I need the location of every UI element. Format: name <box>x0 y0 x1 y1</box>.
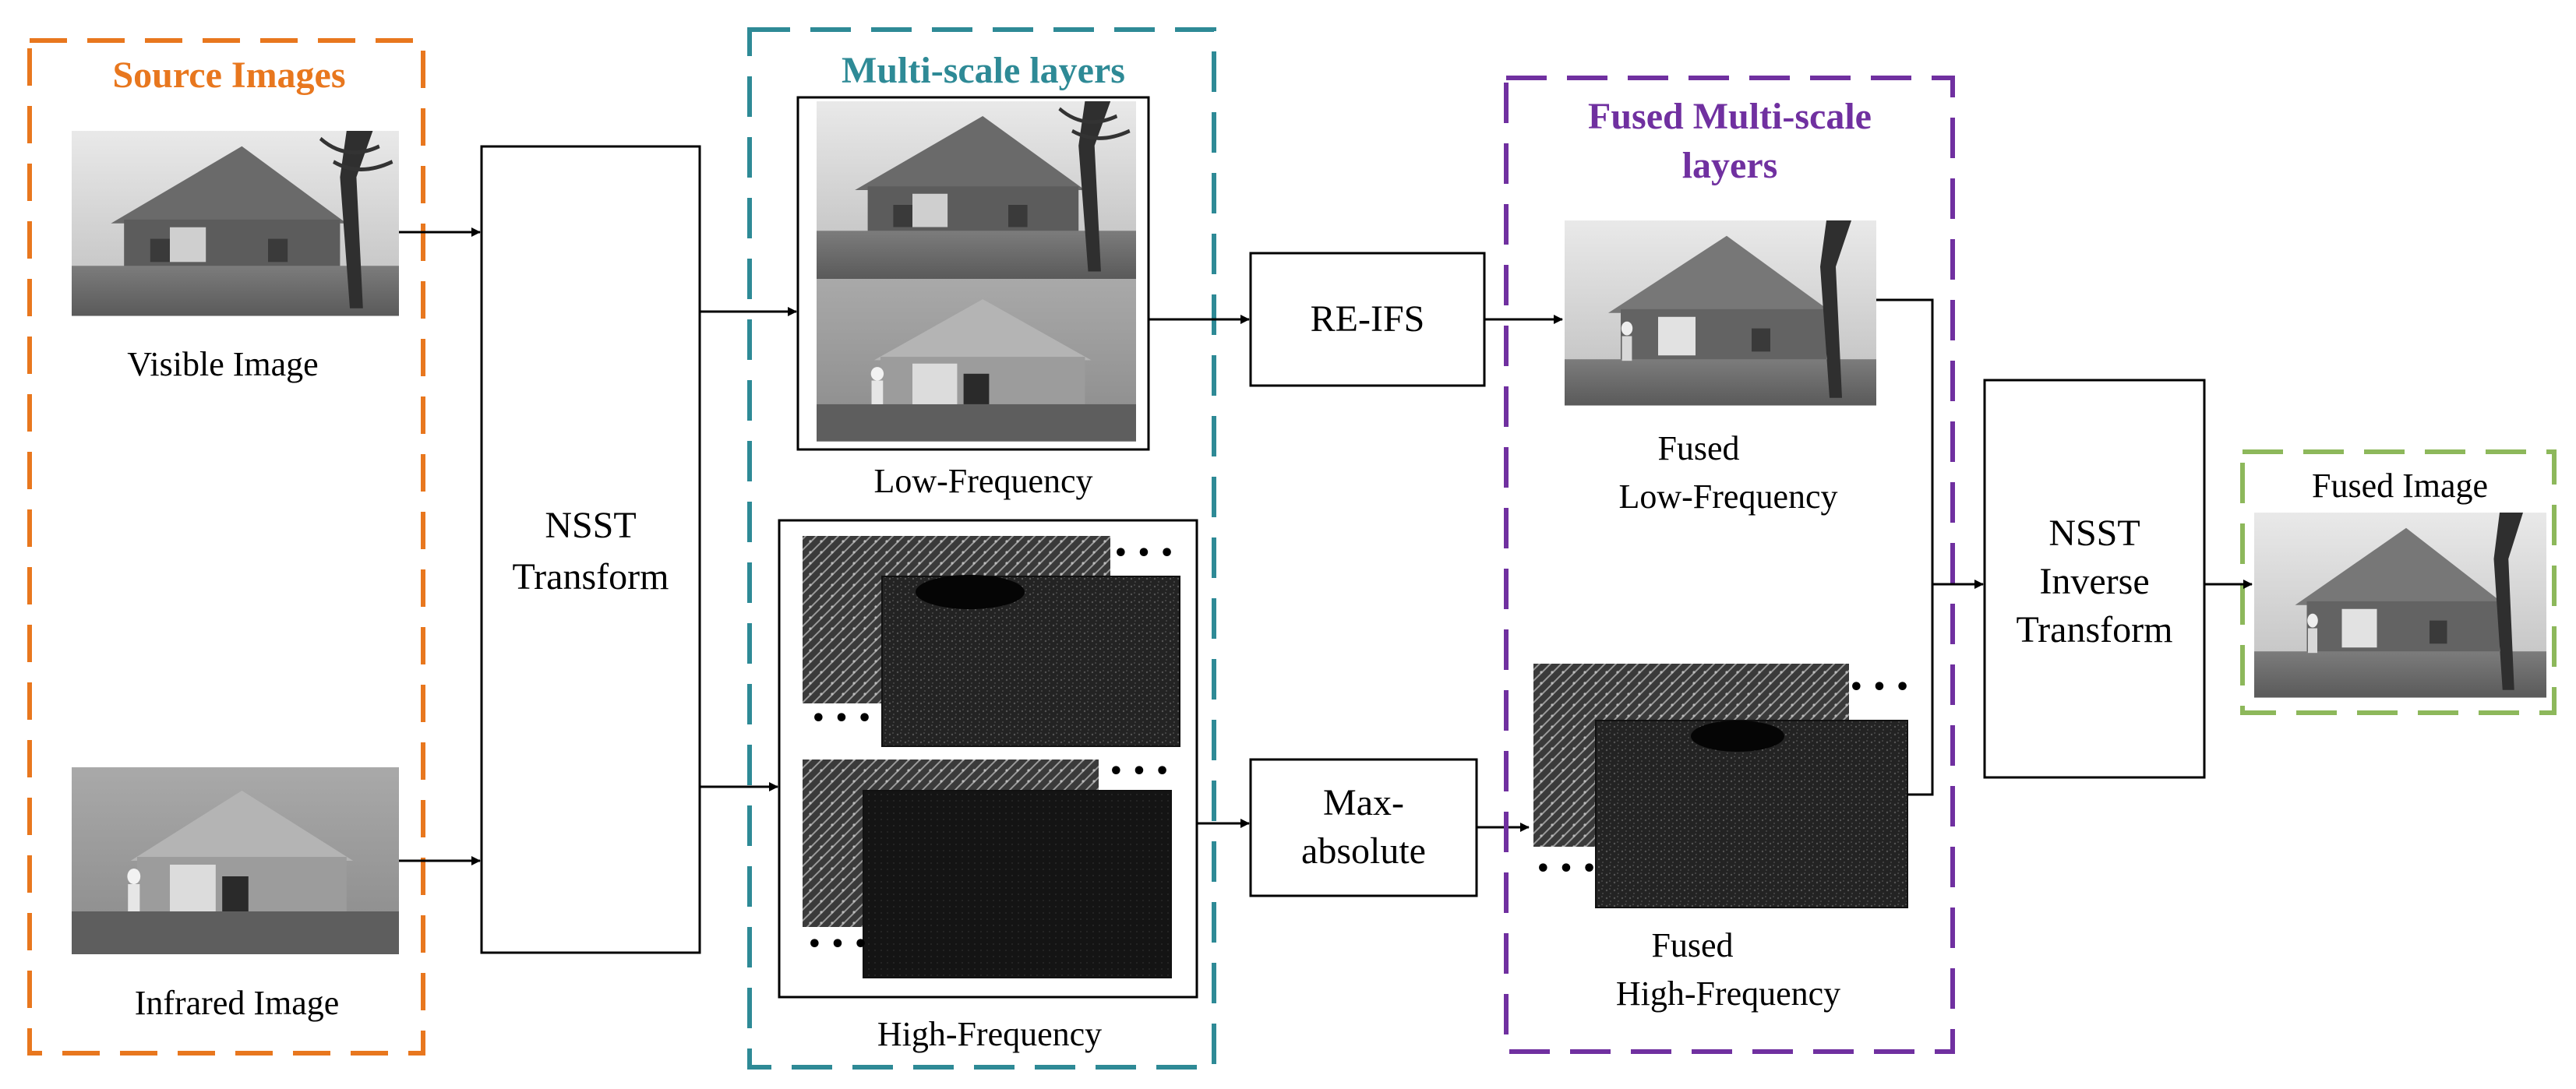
low-frequency-visible-image <box>817 101 1136 279</box>
low-frequency-infrared-image <box>817 279 1136 442</box>
max-absolute-label-line1: Max- <box>1323 782 1404 823</box>
multiscale-title: Multi-scale layers <box>842 50 1125 91</box>
source-images-group-border <box>27 38 425 1056</box>
nsst-transform-block <box>480 145 701 954</box>
ellipsis-hf-4: • • • <box>807 931 868 958</box>
visible-image <box>72 131 399 316</box>
nsst-inverse-label-line2: Inverse <box>2039 561 2149 602</box>
high-frequency-visible-layer-front <box>881 576 1180 747</box>
fused-high-frequency-dark-region <box>1691 721 1784 752</box>
ellipsis-fused-1: • • • <box>1849 674 1910 701</box>
connector-fused-layers <box>1876 298 1934 796</box>
infrared-image <box>72 767 399 954</box>
reifs-label: RE-IFS <box>1311 298 1425 340</box>
nsst-inverse-label-line1: NSST <box>2048 513 2140 554</box>
fused-high-frequency-label-line1: Fused <box>1651 926 1733 964</box>
nsst-transform-label-line2: Transform <box>513 556 669 597</box>
nsst-transform-label-line1: NSST <box>545 505 636 546</box>
high-frequency-dark-region <box>916 575 1025 609</box>
fused-low-frequency-label-line1: Fused <box>1657 429 1739 467</box>
infrared-image-label: Infrared Image <box>135 984 340 1022</box>
ellipsis-fused-2: • • • <box>1536 855 1597 883</box>
nsst-inverse-transform-block <box>1983 379 2206 779</box>
high-frequency-infrared-layer-front <box>863 790 1172 978</box>
fused-image-group-border <box>2240 449 2557 715</box>
fused-image-title: Fused Image <box>2312 467 2488 505</box>
ellipsis-hf-3: • • • <box>1109 758 1170 785</box>
high-frequency-label: High-Frequency <box>877 1015 1102 1053</box>
reifs-block <box>1249 252 1486 387</box>
ellipsis-hf-2: • • • <box>811 705 872 732</box>
max-absolute-block <box>1249 758 1478 897</box>
fused-multiscale-title-line2: layers <box>1682 145 1778 186</box>
multiscale-group-border <box>747 27 1216 1070</box>
source-images-title: Source Images <box>112 55 345 96</box>
max-absolute-label-line2: absolute <box>1301 830 1426 872</box>
fused-high-frequency-label-line2: High-Frequency <box>1616 974 1840 1013</box>
fused-output-image <box>2254 513 2546 698</box>
fused-high-frequency-front-layer <box>1595 720 1908 908</box>
visible-image-label: Visible Image <box>127 345 318 383</box>
fused-low-frequency-image <box>1565 220 1876 406</box>
low-frequency-label: Low-Frequency <box>873 462 1092 500</box>
ellipsis-hf-1: • • • <box>1113 540 1174 567</box>
fused-multiscale-title-line1: Fused Multi-scale <box>1588 96 1872 137</box>
fused-multiscale-group-border <box>1504 76 1955 1054</box>
fused-low-frequency-label-line2: Low-Frequency <box>1618 478 1837 516</box>
nsst-inverse-label-line3: Transform <box>2017 609 2173 650</box>
